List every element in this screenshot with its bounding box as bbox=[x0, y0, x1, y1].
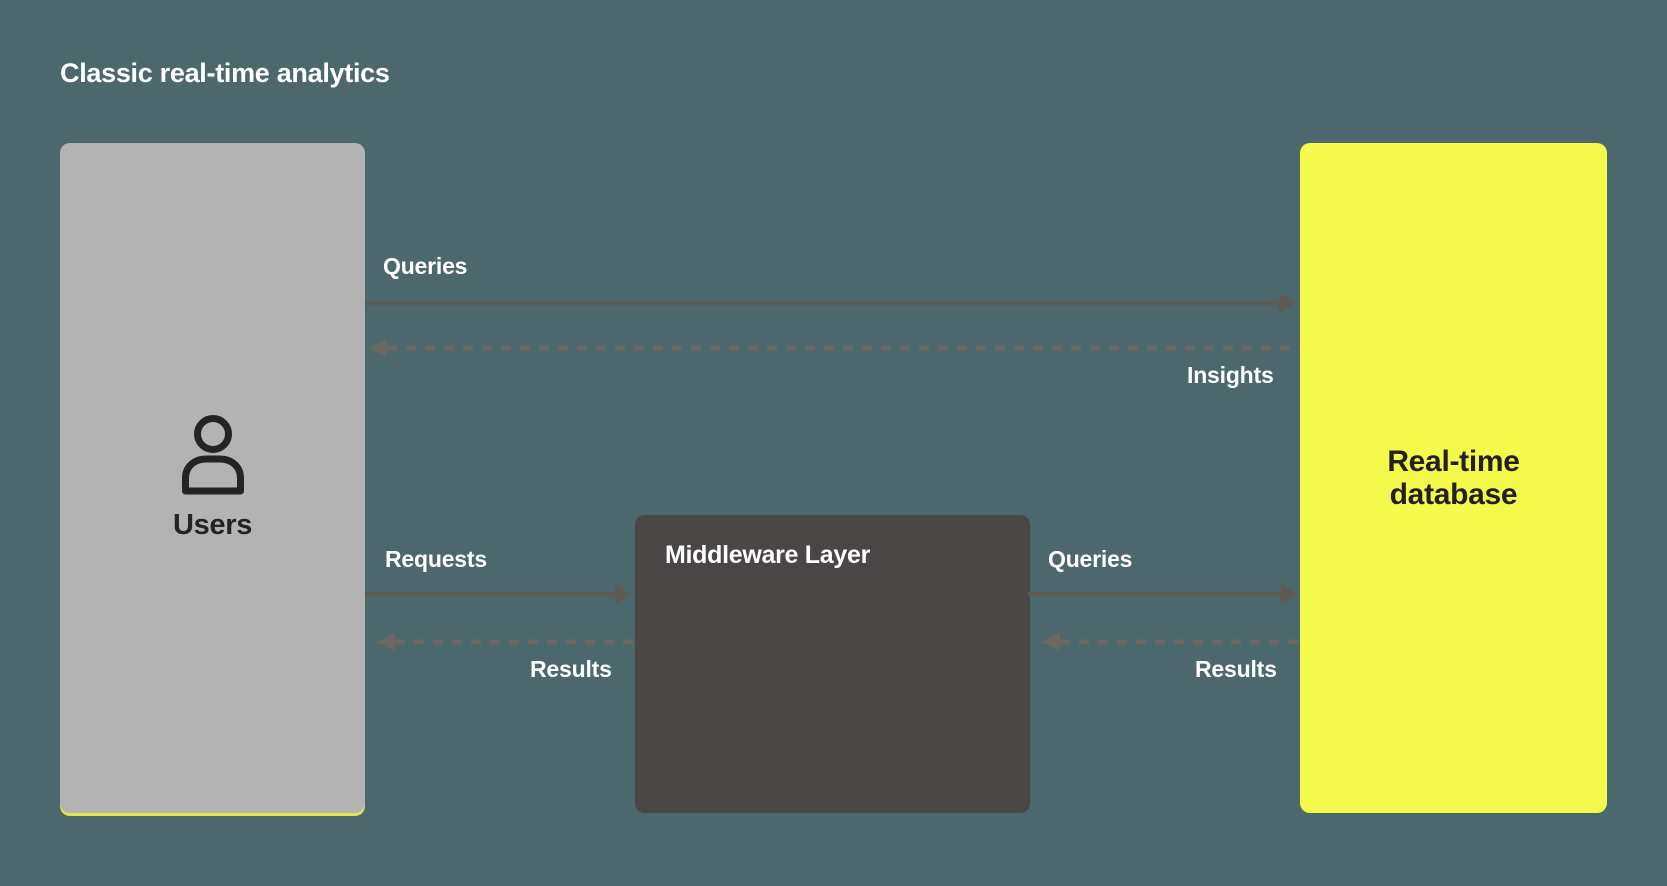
diagram-title: Classic real-time analytics bbox=[60, 58, 390, 88]
node-users-label: Users bbox=[172, 508, 253, 541]
arrow-queries-middle-line bbox=[1028, 592, 1281, 596]
flow-label-insights: Insights bbox=[1187, 362, 1274, 388]
arrow-requests-head bbox=[615, 584, 632, 604]
flow-label-results-left: Results bbox=[530, 656, 612, 682]
arrow-results-left-dashed bbox=[376, 633, 635, 651]
arrow-queries-top-head bbox=[1279, 293, 1296, 313]
node-database-label: Real-time database bbox=[1387, 445, 1520, 511]
node-database: Real-time database bbox=[1300, 143, 1607, 813]
flow-label-results-right: Results bbox=[1195, 656, 1277, 682]
flow-label-queries-middle: Queries bbox=[1048, 546, 1133, 572]
node-middleware-label: Middleware Layer bbox=[665, 541, 871, 569]
person-icon bbox=[181, 414, 244, 494]
arrow-queries-top-line bbox=[365, 301, 1279, 305]
node-middleware: Middleware Layer bbox=[635, 515, 1030, 813]
flow-label-requests: Requests bbox=[385, 546, 487, 572]
arrow-insights-dashed bbox=[368, 339, 1300, 357]
flow-label-queries-top: Queries bbox=[383, 253, 468, 279]
arrow-requests-line bbox=[365, 592, 615, 596]
arrow-results-right-dashed bbox=[1041, 633, 1302, 651]
arrow-queries-middle-head bbox=[1281, 584, 1298, 604]
node-users: Users bbox=[60, 143, 365, 813]
